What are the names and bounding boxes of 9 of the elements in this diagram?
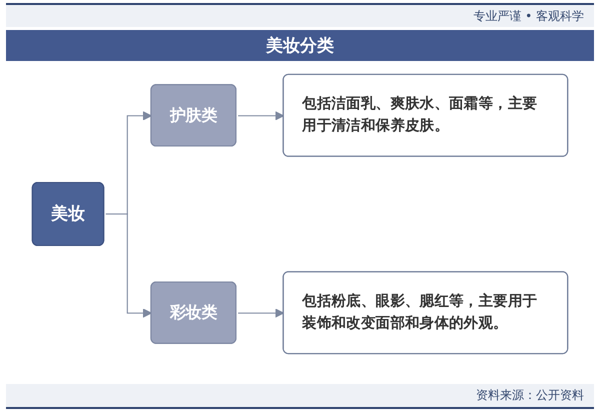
description-box: 包括粉底、眼影、腮红等，主要用于装饰和改变面部和身体的外观。 — [282, 271, 568, 354]
arrow — [238, 308, 284, 318]
topic-box: 美妆 — [32, 182, 104, 246]
tagline: 专业严谨 • 客观科学 — [473, 8, 584, 24]
source-note: 资料来源：公开资料 — [476, 387, 584, 404]
arrow — [238, 111, 284, 120]
title-bar: 美妆分类 — [6, 30, 594, 61]
description-box: 包括洁面乳、爽肤水、面霜等，主要用于清洁和保养皮肤。 — [282, 74, 568, 157]
arrow — [106, 213, 152, 318]
